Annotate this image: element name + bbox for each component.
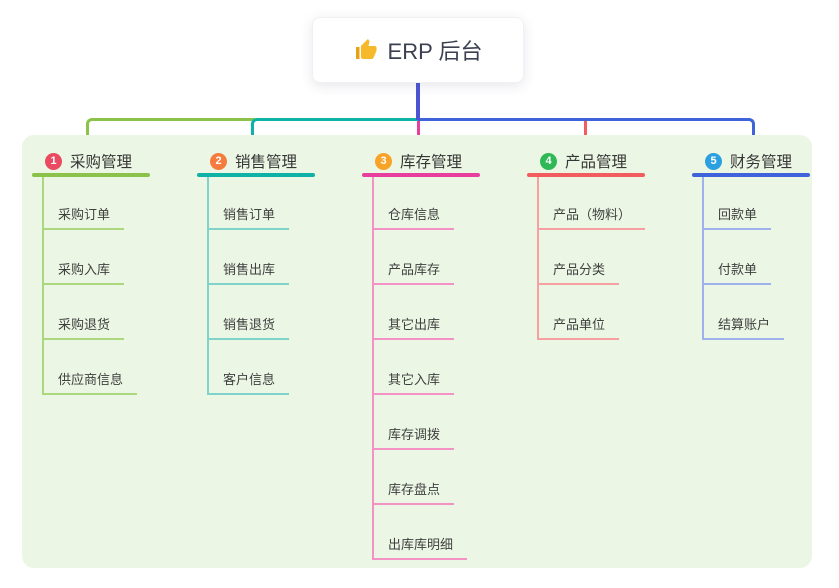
connector-branch-3	[416, 120, 420, 148]
node-item[interactable]: 销售订单	[207, 205, 290, 230]
branch-4-label: 产品管理	[565, 154, 628, 171]
node-item[interactable]: 销售退货	[207, 315, 290, 340]
branch-header-3[interactable]: 3 库存管理	[362, 148, 480, 174]
node-item[interactable]: 仓库信息	[372, 205, 455, 230]
branch-5-label: 财务管理	[730, 154, 793, 171]
connector-branch-2	[251, 118, 418, 148]
connector-branch-4	[583, 120, 587, 148]
branch-3-label: 库存管理	[400, 154, 463, 171]
node-item[interactable]: 产品单位	[537, 315, 620, 340]
node-item[interactable]: 采购入库	[42, 260, 125, 285]
node-item[interactable]: 库存调拨	[372, 425, 455, 450]
thumbs-up-icon	[354, 38, 378, 62]
branch-2-spine	[207, 177, 209, 395]
node-item[interactable]: 其它出库	[372, 315, 455, 340]
connector-branch-1	[86, 118, 255, 148]
branch-4-spine	[537, 177, 539, 340]
branch-header-5[interactable]: 5 财务管理	[692, 148, 810, 174]
branch-1-spine	[42, 177, 44, 395]
node-item[interactable]: 库存盘点	[372, 480, 455, 505]
node-item[interactable]: 供应商信息	[42, 370, 138, 395]
node-item[interactable]: 产品库存	[372, 260, 455, 285]
branch-3-badge: 3	[375, 152, 392, 170]
branch-5-badge: 5	[705, 152, 722, 170]
branch-1-label: 采购管理	[70, 154, 133, 171]
branch-header-2[interactable]: 2 销售管理	[197, 148, 315, 174]
branch-3-spine	[372, 177, 374, 560]
node-item[interactable]: 产品（物料）	[537, 205, 646, 230]
root-label: ERP 后台	[387, 39, 483, 64]
node-item[interactable]: 付款单	[702, 260, 772, 285]
node-item[interactable]: 采购订单	[42, 205, 125, 230]
branch-5-spine	[702, 177, 704, 340]
branches-panel	[22, 135, 812, 568]
branch-4-underline	[527, 173, 645, 177]
root-connector-line	[416, 82, 420, 120]
node-item[interactable]: 其它入库	[372, 370, 455, 395]
branch-2-underline	[197, 173, 315, 177]
branch-2-badge: 2	[210, 152, 227, 170]
branch-header-1[interactable]: 1 采购管理	[32, 148, 150, 174]
root-node[interactable]: ERP 后台	[312, 17, 524, 83]
connector-branch-5	[418, 118, 755, 148]
branch-1-underline	[32, 173, 150, 177]
node-item[interactable]: 销售出库	[207, 260, 290, 285]
node-item[interactable]: 采购退货	[42, 315, 125, 340]
branch-header-4[interactable]: 4 产品管理	[527, 148, 645, 174]
branch-3-underline	[362, 173, 480, 177]
node-item[interactable]: 回款单	[702, 205, 772, 230]
branch-4-badge: 4	[540, 152, 557, 170]
node-item[interactable]: 结算账户	[702, 315, 785, 340]
branch-5-underline	[692, 173, 810, 177]
node-item[interactable]: 出库库明细	[372, 535, 468, 560]
node-item[interactable]: 产品分类	[537, 260, 620, 285]
branch-2-label: 销售管理	[235, 154, 298, 171]
branch-1-badge: 1	[45, 152, 62, 170]
node-item[interactable]: 客户信息	[207, 370, 290, 395]
